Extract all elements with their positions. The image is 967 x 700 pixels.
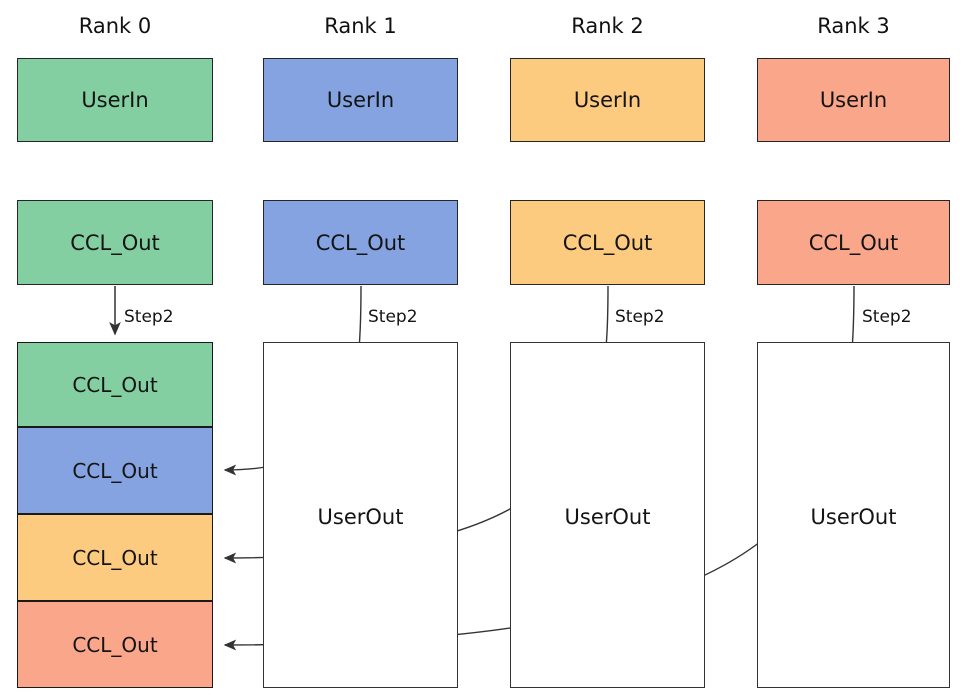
rank0-stack-segment-3: CCL_Out: [17, 601, 213, 688]
rank0-userin-box: UserIn: [17, 58, 213, 142]
rank0-stack-segment-0-label: CCL_Out: [72, 372, 158, 397]
rank1-cclout-box: CCL_Out: [263, 200, 458, 285]
rank-header-3: Rank 3: [817, 14, 890, 38]
rank2-step-label: Step2: [615, 307, 665, 327]
rank2-userout-box: UserOut: [510, 342, 705, 688]
rank0-cclout-label: CCL_Out: [70, 230, 160, 255]
rank0-stack-segment-2: CCL_Out: [17, 514, 213, 601]
rank0-stack-segment-2-label: CCL_Out: [72, 545, 158, 570]
rank1-cclout-label: CCL_Out: [315, 230, 406, 255]
rank-header-0: Rank 0: [78, 14, 152, 38]
rank-header-1: Rank 1: [324, 14, 397, 38]
rank0-step-label: Step2: [124, 307, 174, 327]
rank2-userin-label: UserIn: [573, 88, 642, 112]
rank0-stack-segment-1-label: CCL_Out: [72, 458, 158, 483]
rank2-userin-box: UserIn: [510, 58, 705, 142]
rank3-step-label: Step2: [862, 307, 912, 327]
rank1-userin-label: UserIn: [326, 88, 395, 112]
rank2-cclout-label: CCL_Out: [562, 230, 653, 255]
rank0-cclout-box: CCL_Out: [17, 200, 213, 285]
rank2-userout-label: UserOut: [564, 505, 651, 529]
rank1-userout-label: UserOut: [317, 505, 404, 529]
rank3-cclout-label: CCL_Out: [808, 230, 899, 255]
rank3-cclout-box: CCL_Out: [757, 200, 950, 285]
rank3-userin-label: UserIn: [819, 88, 888, 112]
rank1-userout-box: UserOut: [263, 342, 458, 688]
rank2-cclout-box: CCL_Out: [510, 200, 705, 285]
rank3-userout-box: UserOut: [757, 342, 950, 688]
rank3-userout-label: UserOut: [810, 505, 897, 529]
rank0-userin-label: UserIn: [81, 88, 149, 112]
rank1-userin-box: UserIn: [263, 58, 458, 142]
rank-header-2: Rank 2: [571, 14, 644, 38]
rank0-stack-segment-1: CCL_Out: [17, 427, 213, 514]
rank0-stack-segment-3-label: CCL_Out: [72, 632, 158, 657]
rank1-step-label: Step2: [368, 307, 418, 327]
rank3-userin-box: UserIn: [757, 58, 950, 142]
rank0-stack-segment-0: CCL_Out: [17, 342, 213, 427]
